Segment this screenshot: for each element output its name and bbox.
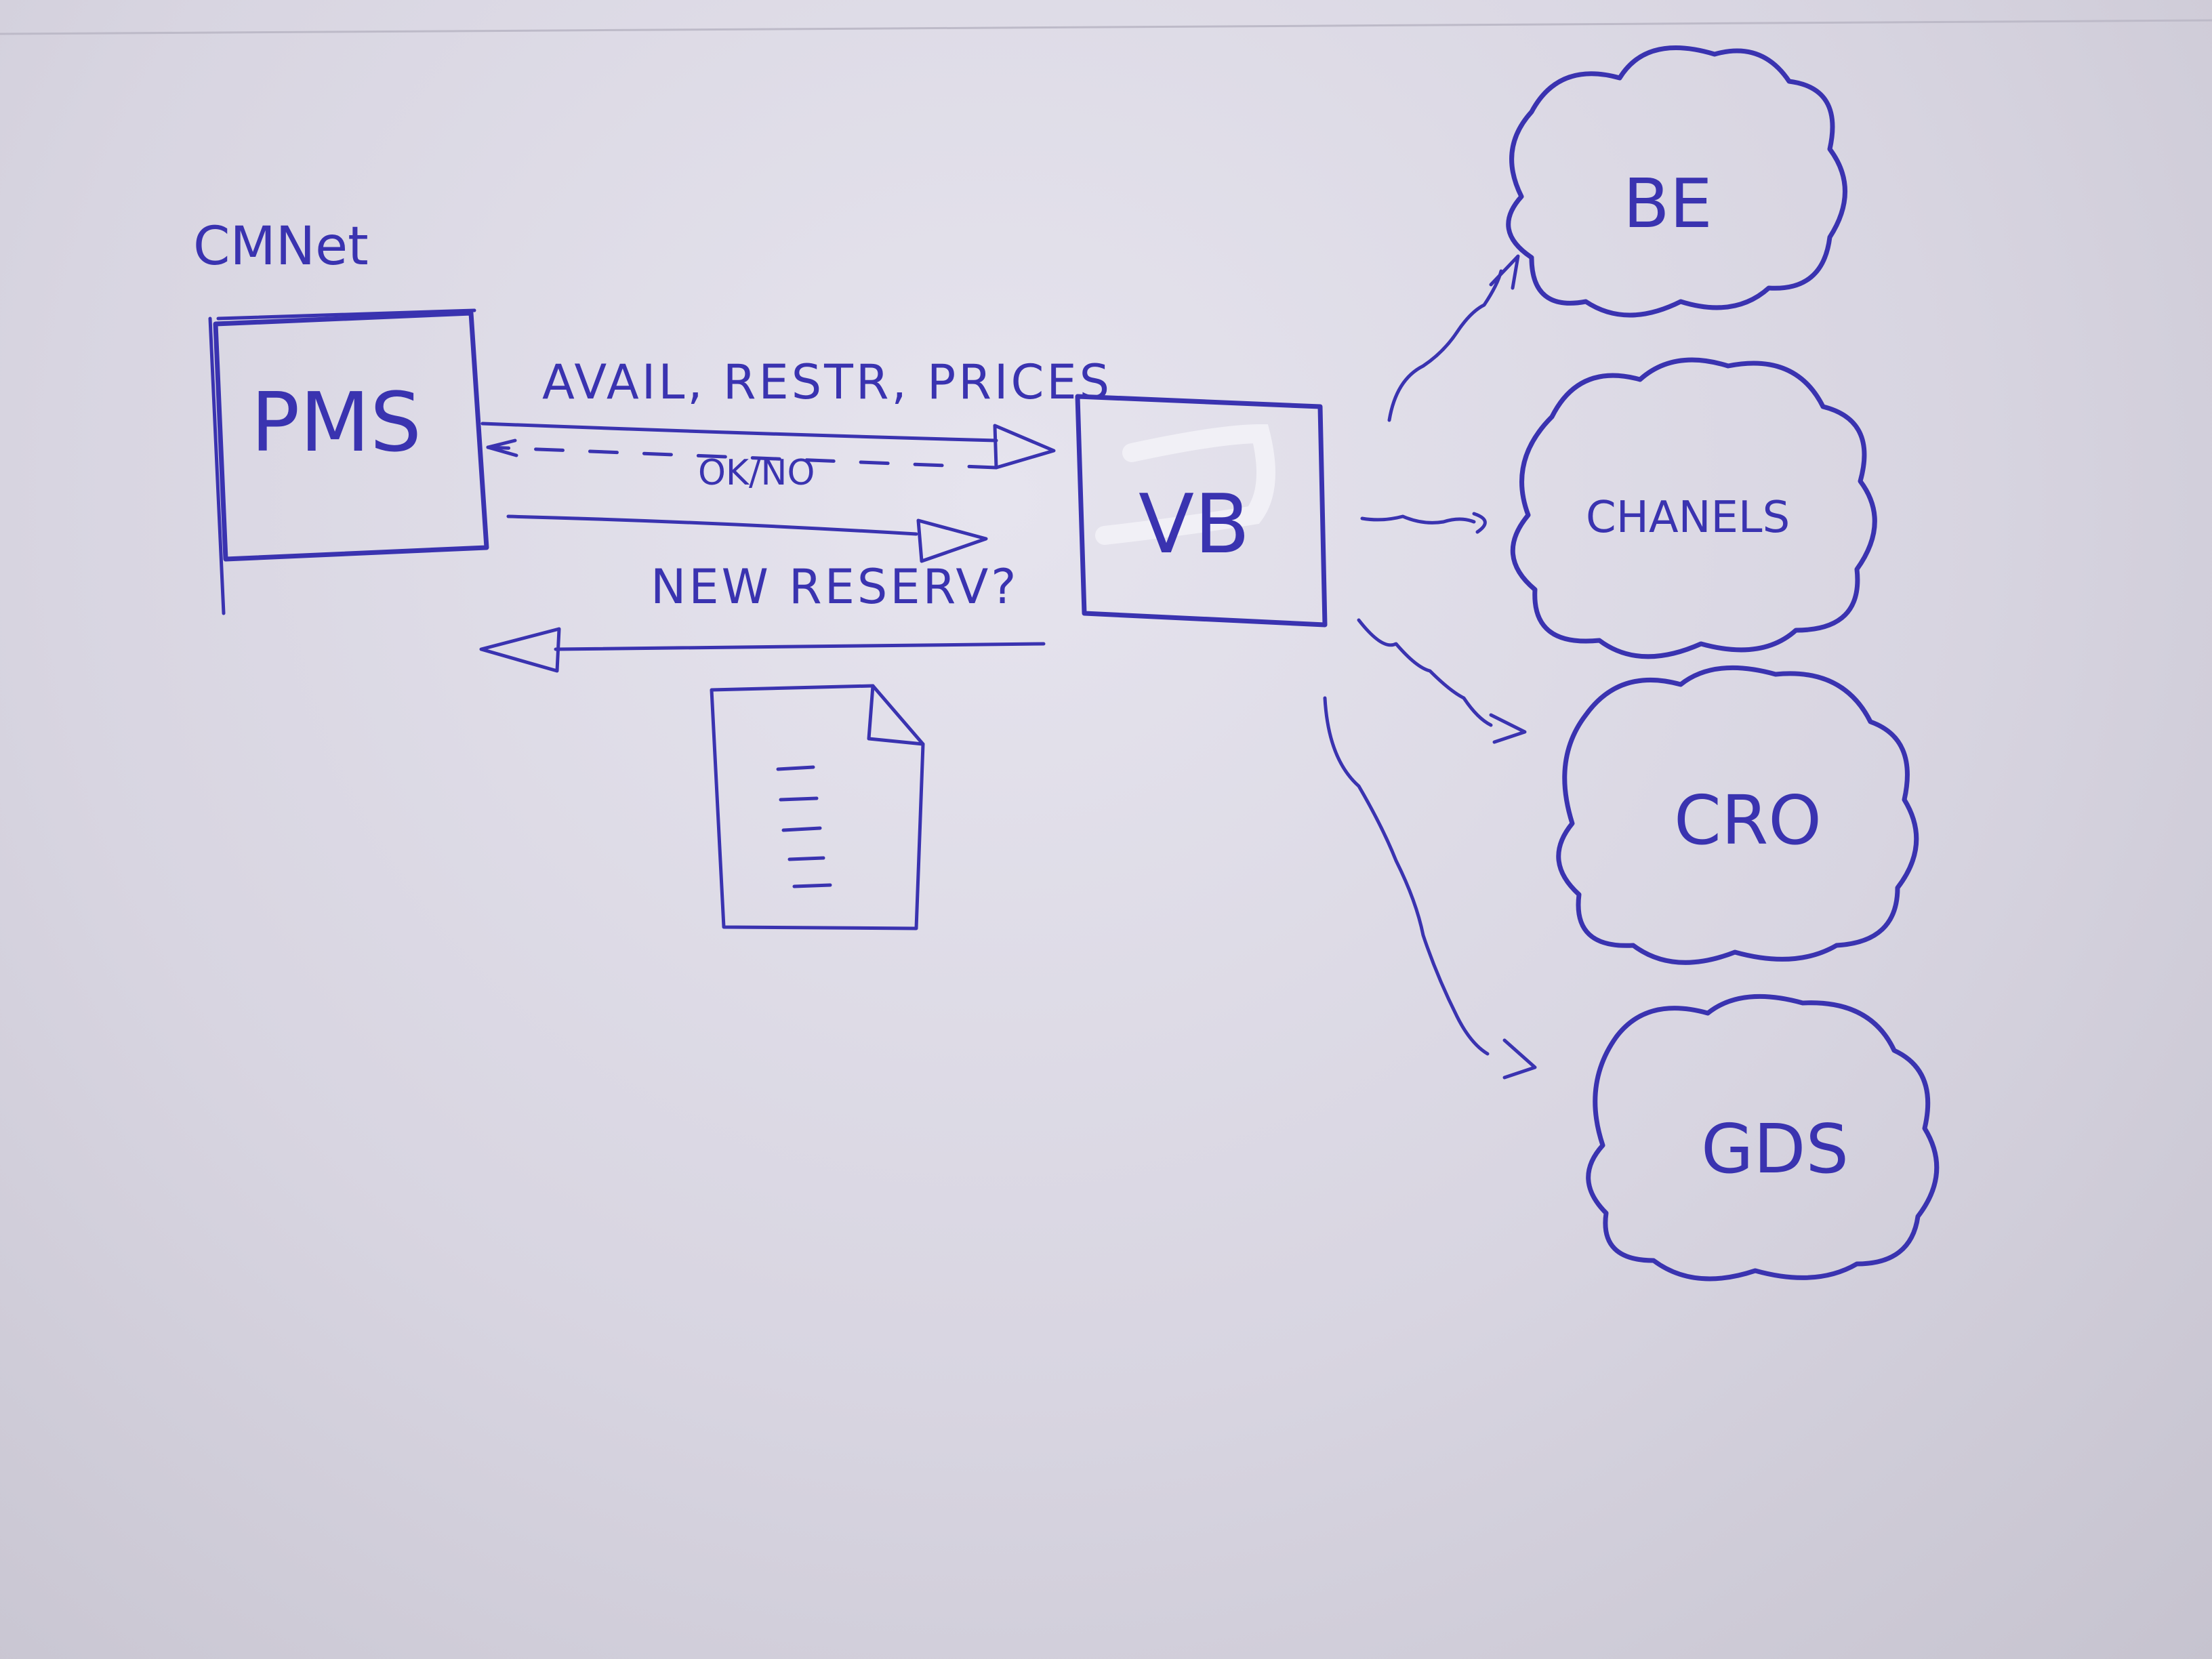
connector-vb-be-arrowhead — [1489, 254, 1520, 290]
vb-whiteout-smudge — [1095, 424, 1275, 545]
pms-box — [213, 310, 489, 562]
vb-label: VB — [1139, 478, 1250, 572]
connector-vb-be — [1387, 254, 1520, 422]
vb-box — [1075, 394, 1328, 628]
cloud-cro-label: CRO — [1674, 781, 1822, 860]
pms-box-top-stroke — [216, 308, 476, 321]
pms-node[interactable]: PMS — [208, 308, 489, 615]
cloud-chanels-outline — [1510, 357, 1877, 659]
connector-vb-chanels — [1360, 512, 1487, 534]
edge-avail-restr-prices: AVAIL, RESTR, PRICES — [480, 354, 1112, 470]
document-line-1 — [776, 765, 815, 771]
document-icon — [710, 684, 925, 930]
paper-edge-line — [0, 19, 2212, 35]
edge-ok-arrowhead — [486, 438, 518, 457]
connector-vb-chanels-line — [1360, 514, 1476, 525]
edge-label-ok: OK/NO — [698, 453, 815, 493]
document-line-5 — [792, 883, 832, 888]
connector-vb-cro — [1357, 618, 1527, 744]
edge-new-reservation: NEW RESERV? — [479, 559, 1046, 673]
cloud-gds-outline — [1586, 994, 1940, 1282]
pms-label: PMS — [251, 376, 422, 470]
cloud-be[interactable]: BE — [1506, 45, 1847, 318]
cloud-be-outline — [1506, 45, 1847, 318]
document-outline — [710, 684, 925, 930]
cloud-be-label: BE — [1623, 164, 1713, 243]
document-fold — [867, 684, 925, 746]
edge-reserv-line — [554, 642, 1046, 651]
cloud-gds-label: GDS — [1701, 1109, 1849, 1189]
connector-vb-gds — [1323, 696, 1537, 1080]
edge-forward-arrowhead — [916, 518, 988, 563]
connector-vb-gds-line — [1323, 696, 1490, 1056]
document-line-2 — [779, 796, 819, 802]
pms-box-overstroke — [208, 316, 226, 615]
cloud-chanels[interactable]: CHANELS — [1510, 357, 1877, 659]
cloud-chanels-label: CHANELS — [1586, 493, 1790, 543]
document-line-3 — [781, 826, 822, 832]
edge-forward-second — [506, 514, 988, 563]
cloud-cro-outline — [1556, 665, 1919, 965]
connector-vb-cro-line — [1357, 618, 1493, 727]
vb-node[interactable]: VB — [1075, 394, 1328, 628]
document-line-4 — [787, 856, 825, 861]
cloud-cro[interactable]: CRO — [1556, 665, 1919, 965]
connector-vb-be-line — [1387, 269, 1503, 422]
edge-avail-arrowhead — [993, 424, 1056, 470]
edge-label-reserv: NEW RESERV? — [651, 559, 1019, 615]
edge-ok-no: OK/NO — [486, 438, 998, 493]
diagram-title: CMNet — [193, 216, 369, 277]
connector-vb-cro-arrowhead — [1489, 713, 1527, 744]
connector-vb-chanels-arrowhead — [1472, 512, 1487, 534]
cloud-gds[interactable]: GDS — [1586, 994, 1940, 1282]
edge-avail-line — [480, 422, 998, 443]
connector-vb-gds-arrowhead — [1502, 1038, 1537, 1080]
edge-reserv-arrowhead — [479, 627, 561, 673]
edge-forward-line — [506, 514, 918, 536]
edge-label-avail: AVAIL, RESTR, PRICES — [542, 354, 1112, 410]
